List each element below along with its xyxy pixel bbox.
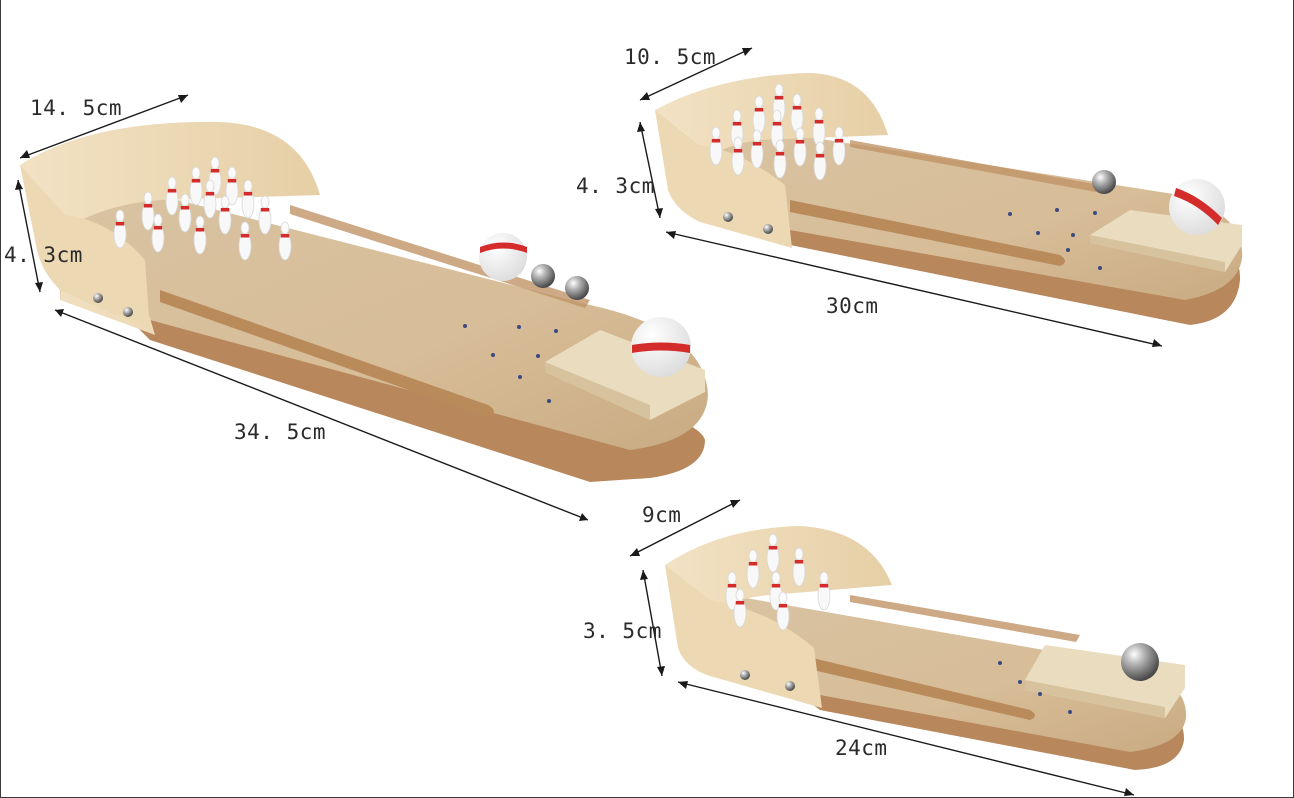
arrow-heads (15, 48, 1162, 796)
medium-length-label: 30cm (826, 294, 879, 318)
small-bowling-set (665, 526, 1187, 770)
large-width-label: 14. 5cm (30, 96, 123, 120)
small-length-label: 24cm (835, 736, 888, 760)
large-length-label: 34. 5cm (234, 420, 327, 444)
small-height-label: 3. 5cm (583, 619, 662, 643)
large-height-label: 4. 3cm (4, 243, 83, 267)
frame-left-edge (0, 0, 1, 798)
medium-bowling-set (655, 73, 1243, 325)
small-width-label: 9cm (642, 503, 682, 527)
medium-height-label: 4. 3cm (576, 174, 655, 198)
large-bowling-set (20, 121, 708, 482)
dimension-arrows (17, 47, 1163, 796)
medium-width-label: 10. 5cm (624, 45, 717, 69)
